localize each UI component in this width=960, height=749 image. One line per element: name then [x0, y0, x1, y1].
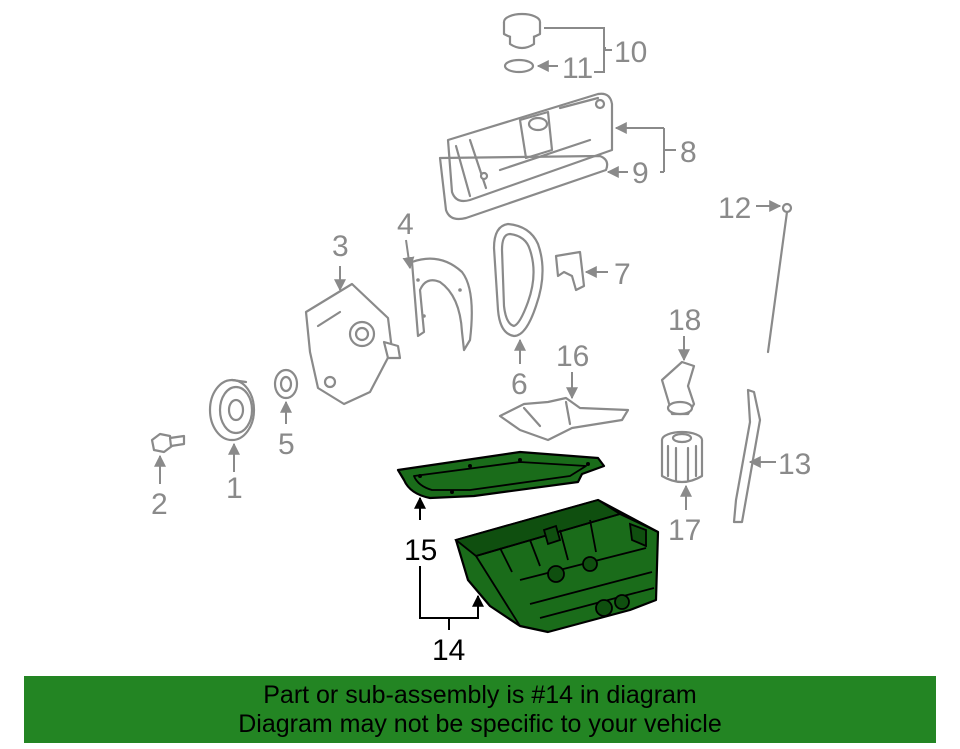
callout-17: 17: [668, 514, 701, 547]
callout-15: 15: [404, 534, 437, 567]
callout-8: 8: [680, 136, 697, 169]
callout-10: 10: [614, 36, 647, 69]
oil-filter-adapter: [660, 360, 696, 416]
oil-filter: [660, 430, 704, 484]
oil-filler-cap: [502, 12, 542, 50]
callout-6: 6: [511, 368, 528, 401]
dipstick-tube: [732, 388, 762, 524]
cap-seal-ring: [503, 58, 535, 74]
highlight-leader-lines: [414, 496, 484, 630]
callout-5: 5: [278, 428, 295, 461]
callout-13: 13: [778, 448, 811, 481]
notice-line-part: Part or sub-assembly is #14 in diagram: [263, 680, 697, 709]
chain-tensioner: [554, 250, 586, 292]
callout-7: 7: [614, 258, 631, 291]
oil-pan: [454, 498, 660, 634]
callout-18: 18: [668, 304, 701, 337]
notice-line-disclaimer: Diagram may not be specific to your vehi…: [238, 709, 722, 738]
callout-2: 2: [151, 488, 168, 521]
windage-tray: [498, 396, 630, 442]
callout-11: 11: [562, 52, 593, 85]
callout-4: 4: [397, 208, 414, 241]
callout-9: 9: [632, 157, 649, 190]
dipstick: [766, 202, 793, 354]
oil-pan-gasket: [396, 450, 606, 500]
valve-cover: [446, 92, 614, 203]
callout-16: 16: [556, 340, 589, 373]
callout-1: 1: [226, 472, 243, 505]
timing-cover-gasket: [410, 257, 473, 352]
callout-12: 12: [718, 192, 751, 225]
leader-lines: [154, 27, 782, 510]
notice-banner: Part or sub-assembly is #14 in diagram D…: [24, 676, 936, 743]
callout-14: 14: [432, 634, 465, 667]
crankshaft-pulley: [208, 378, 256, 442]
timing-cover: [304, 282, 402, 406]
engine-parts-diagram: 10 11 8 9 12 3 4 7 18 16 6 5 13 1 2 17 1…: [150, 12, 811, 667]
callout-3: 3: [332, 230, 349, 263]
pulley-bolt: [150, 432, 186, 454]
timing-chain: [492, 222, 544, 338]
crankshaft-seal: [273, 368, 299, 400]
valve-cover-gasket: [438, 154, 609, 221]
